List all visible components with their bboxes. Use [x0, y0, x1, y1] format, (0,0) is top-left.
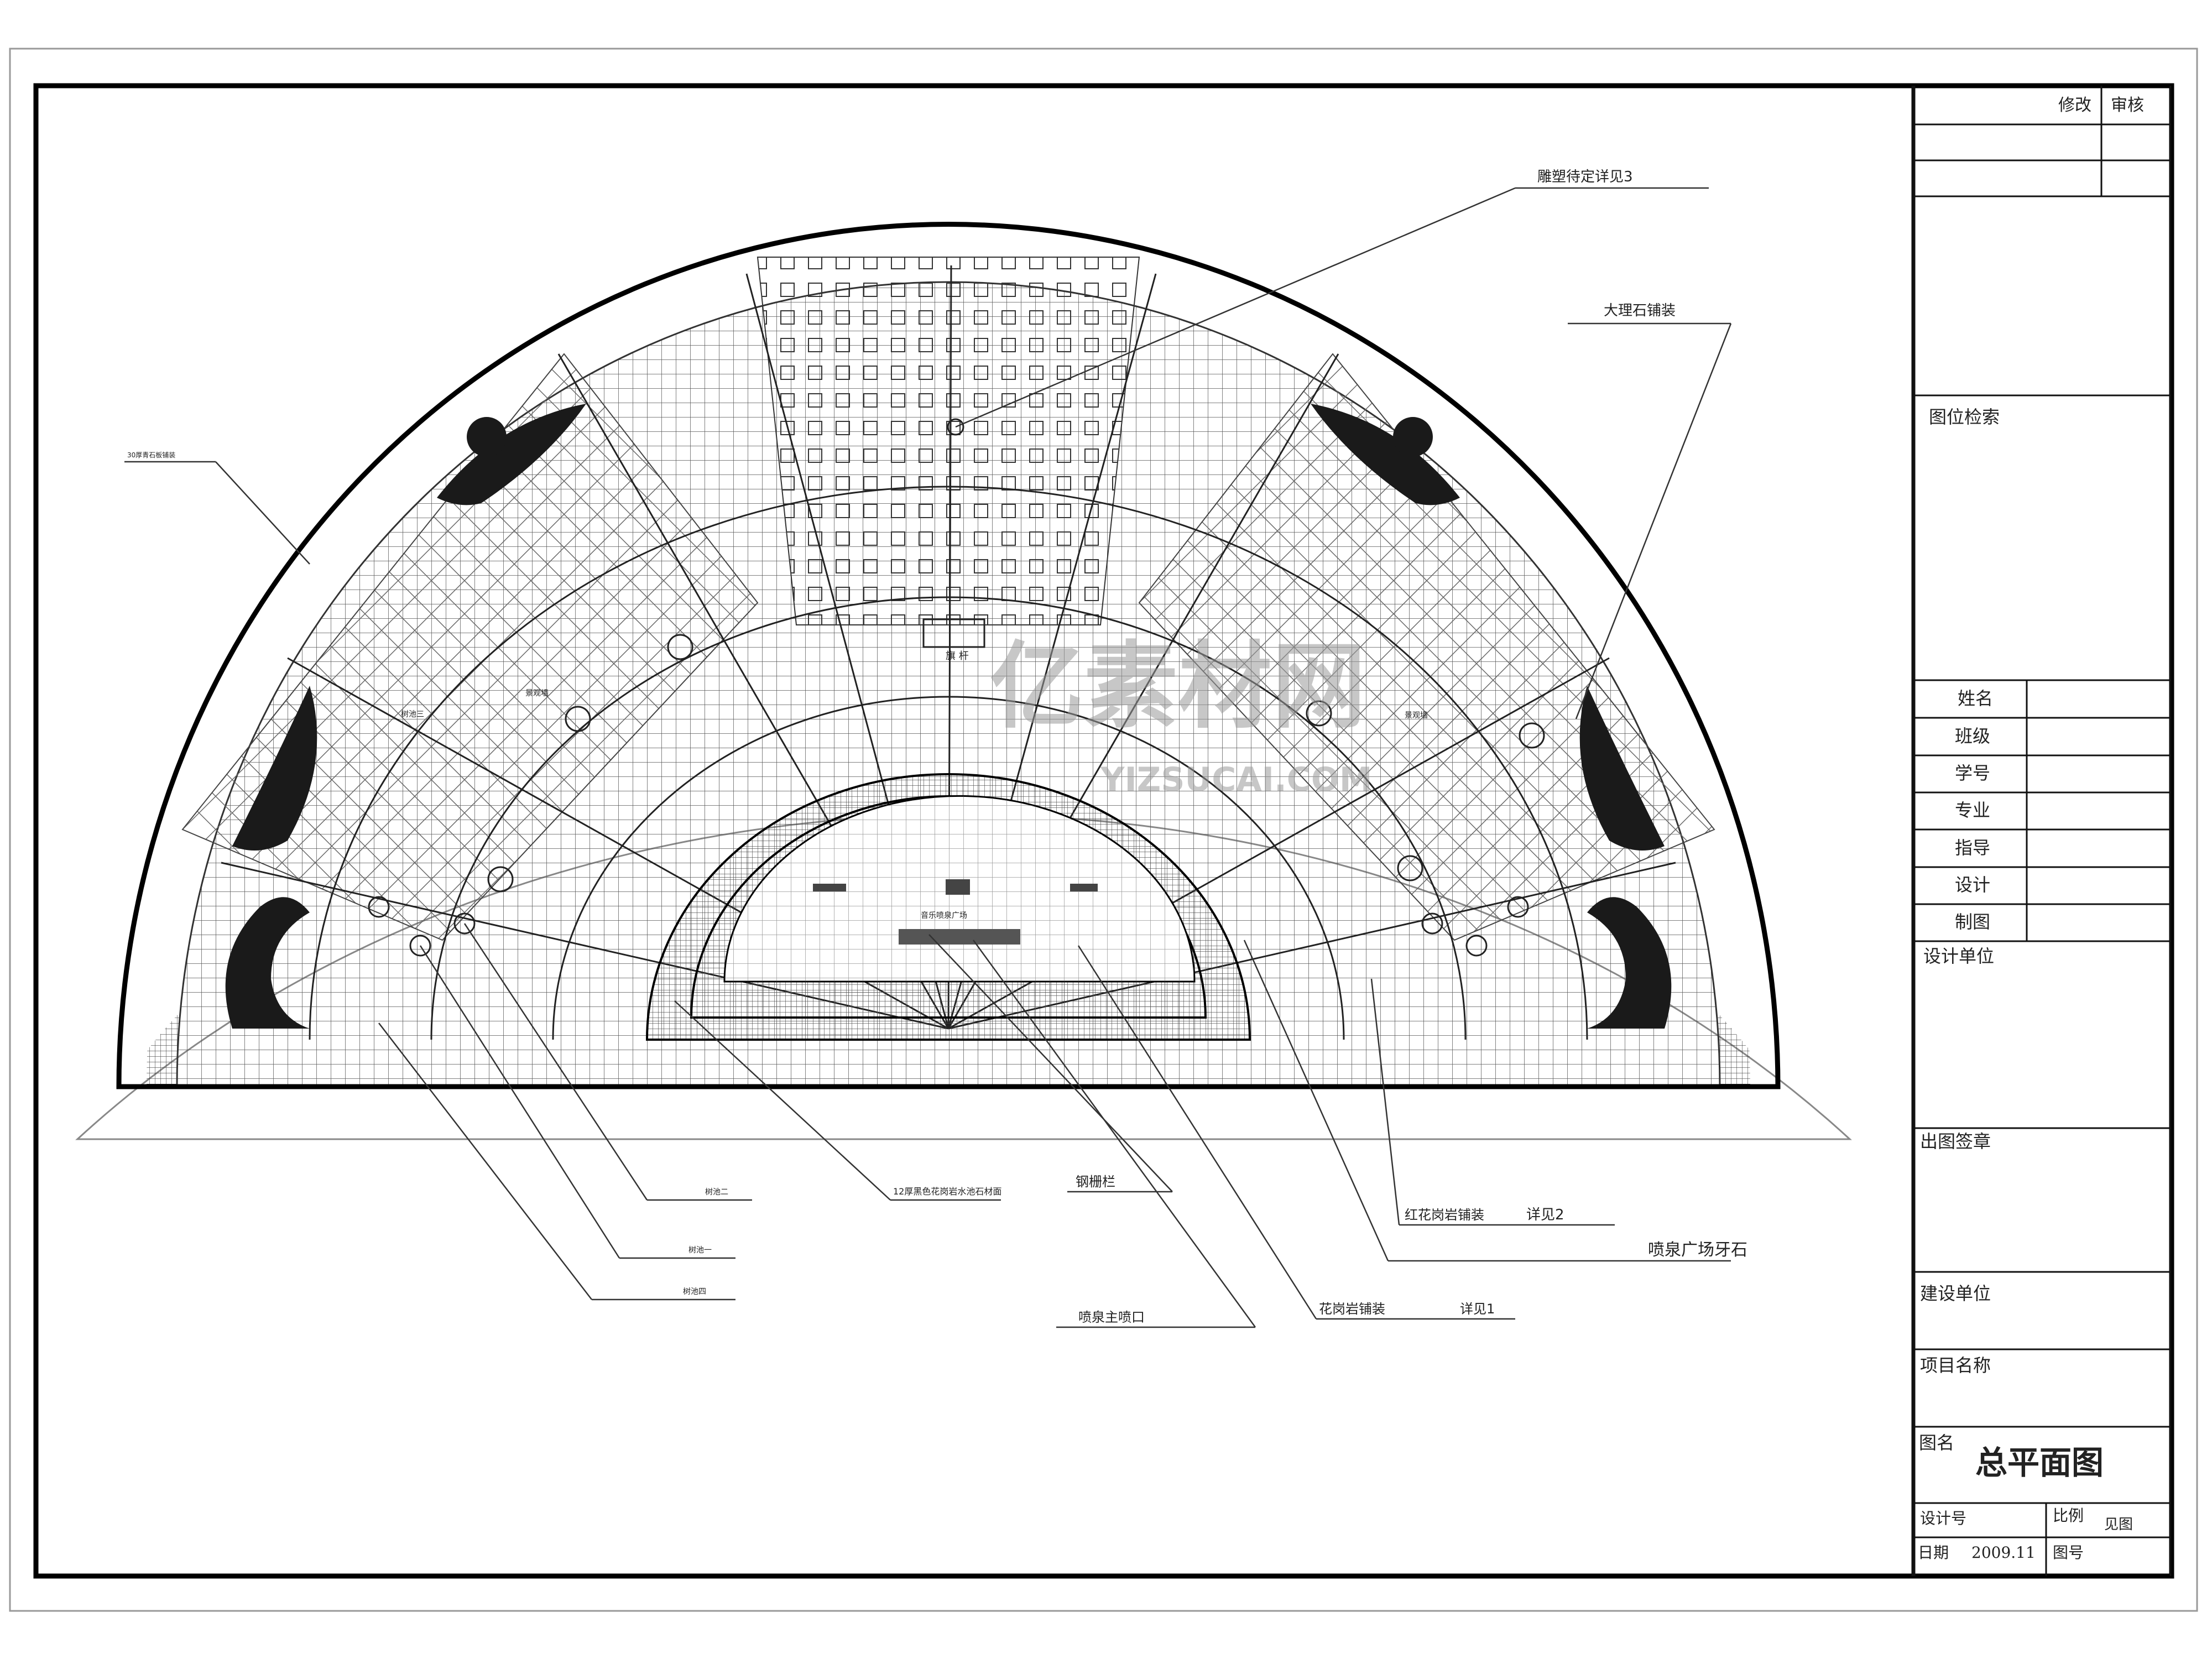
tb-revise: 修改: [2058, 96, 2091, 115]
label-pool: 12厚黑色花岗岩水池石材面: [893, 1186, 1001, 1197]
label-tree3: 树池三: [401, 710, 424, 719]
label-marble: 大理石铺装: [1604, 302, 1676, 319]
tb-client-unit: 建设单位: [1920, 1283, 1991, 1304]
label-curb: 喷泉广场牙石: [1648, 1240, 1747, 1260]
label-sculpture: 雕塑待定详见3: [1537, 169, 1633, 185]
tb-scale-label: 比例: [2053, 1506, 2084, 1525]
tb-major: 专业: [1955, 800, 1990, 821]
label-tree4: 树池四: [683, 1287, 706, 1296]
label-detail2: 详见2: [1526, 1207, 1564, 1223]
leader-lines: [124, 187, 1732, 1328]
tb-sheet-no: 图号: [2053, 1543, 2084, 1562]
tb-drawing-name: 总平面图: [1975, 1444, 2104, 1481]
sheet-outer-frame: [9, 48, 2198, 1612]
tb-name: 姓名: [1958, 688, 1993, 709]
label-center-plaza: 音乐喷泉广场: [921, 911, 967, 920]
watermark: 亿素材网 YIZSUCAI.COM: [990, 632, 1373, 799]
label-left-mid: 景观墙: [525, 689, 549, 698]
tb-date-value: 2009.11: [1971, 1543, 2036, 1562]
title-block: [1911, 86, 2172, 1576]
label-center-top: 旗 杆: [946, 650, 969, 662]
plan-view: [75, 221, 1852, 1140]
label-granite-red: 红花岗岩铺装: [1405, 1207, 1484, 1223]
tb-class: 班级: [1955, 726, 1990, 747]
watermark-sub: YIZSUCAI.COM: [1100, 760, 1373, 799]
tb-design-no: 设计号: [1920, 1509, 1966, 1527]
watermark-main: 亿素材网: [990, 632, 1366, 742]
annotation-labels: 雕塑待定详见3 大理石铺装 30厚青石板铺装 红花岗岩铺装 详见2 喷泉广场牙石…: [127, 169, 1747, 1325]
tb-student-id: 学号: [1955, 763, 1990, 784]
tb-design: 设计: [1955, 874, 1990, 895]
label-right-mid: 景观墙: [1405, 711, 1428, 720]
tb-review: 审核: [2111, 96, 2144, 115]
tb-scale-value: 见图: [2104, 1516, 2133, 1533]
tb-index: 图位检索: [1929, 406, 2000, 427]
label-granite: 花岗岩铺装: [1319, 1301, 1385, 1317]
label-detail1: 详见1: [1460, 1301, 1495, 1317]
label-handrail: 钢栅栏: [1076, 1174, 1115, 1190]
label-fountain: 喷泉主喷口: [1078, 1310, 1145, 1325]
tb-design-unit: 设计单位: [1923, 946, 1994, 967]
tb-issue-sign: 出图签章: [1920, 1131, 1991, 1152]
tb-guide: 指导: [1955, 837, 1990, 858]
label-tree2: 树池二: [705, 1188, 728, 1197]
sheet-inner-frame: [33, 83, 2174, 1579]
tb-date-label: 日期: [1918, 1543, 1949, 1562]
tb-drawing-name-label: 图名: [1919, 1432, 1954, 1453]
label-left-small: 30厚青石板铺装: [127, 451, 175, 459]
tb-project-name: 项目名称: [1920, 1355, 1991, 1376]
label-tree1: 树池一: [688, 1246, 712, 1255]
tb-draft: 制图: [1955, 911, 1990, 932]
title-block-text: 修改 审核 图位检索 姓名 班级 学号 专业 指导 设计 制图 设计单位 出图签…: [1918, 96, 2144, 1562]
